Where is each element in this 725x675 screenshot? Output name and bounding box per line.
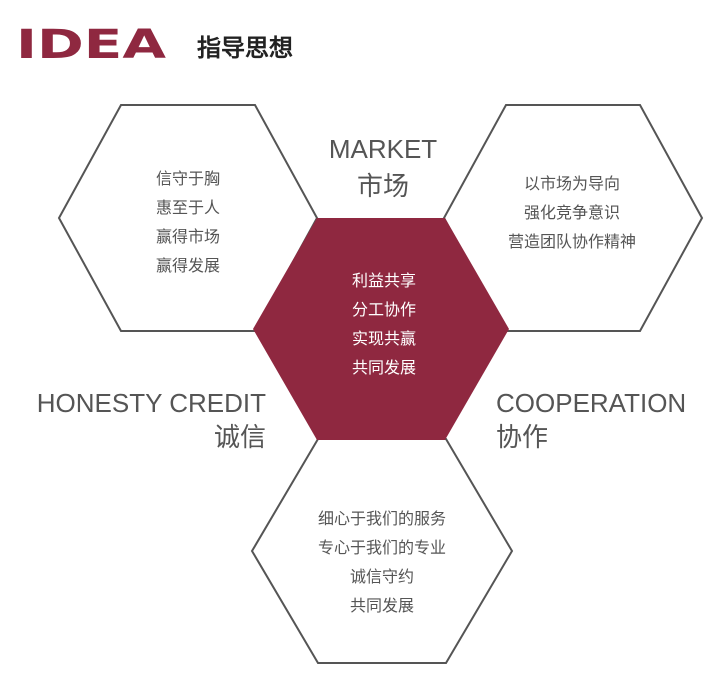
market-label-en: MARKET: [329, 134, 437, 164]
honesty-label-en: HONESTY CREDIT: [37, 388, 266, 418]
cooperation-line-4: 共同发展: [350, 596, 414, 615]
center-line-2: 分工协作: [352, 300, 416, 319]
honesty-label-zh: 诚信: [214, 423, 266, 453]
page-title: 指导思想: [197, 34, 293, 62]
idea-logo: IDEA: [16, 22, 166, 68]
hexagon-center: [253, 218, 509, 440]
market-label-zh: 市场: [357, 172, 409, 202]
honesty-line-1: 信守于胸: [156, 169, 220, 188]
market-line-2: 强化竞争意识: [524, 203, 620, 222]
center-line-1: 利益共享: [352, 271, 416, 290]
honesty-line-4: 赢得发展: [156, 256, 220, 275]
honesty-line-3: 赢得市场: [156, 227, 220, 246]
center-line-4: 共同发展: [352, 358, 416, 377]
cooperation-line-1: 细心于我们的服务: [318, 509, 446, 528]
market-line-1: 以市场为导向: [524, 174, 620, 193]
center-line-3: 实现共赢: [352, 329, 416, 348]
cooperation-label-zh: 协作: [496, 423, 548, 453]
cooperation-label-en: COOPERATION: [496, 388, 686, 418]
market-line-3: 营造团队协作精神: [508, 232, 636, 251]
honesty-line-2: 惠至于人: [156, 198, 220, 217]
cooperation-line-3: 诚信守约: [350, 567, 414, 586]
cooperation-line-2: 专心于我们的专业: [318, 538, 446, 557]
